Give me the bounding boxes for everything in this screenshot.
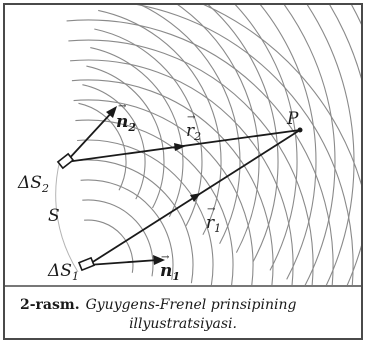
wavefront-s2-arc-9 xyxy=(207,5,279,262)
wavefront-s1-arc-1 xyxy=(84,219,134,273)
wavefronts-from-s2 xyxy=(78,5,361,285)
wavefront-s2-arc-5 xyxy=(94,28,203,227)
frame-border xyxy=(3,3,363,340)
normal-n1-arrowhead xyxy=(153,255,165,265)
wavefront-s1-arc-7 xyxy=(73,99,254,285)
wavefront-s2-arc-1 xyxy=(78,102,127,191)
wavefront-s2-arc-13 xyxy=(306,5,355,285)
point-p-dot xyxy=(297,127,303,133)
label-n2-arrow: → xyxy=(118,101,127,112)
label-surface-s: S xyxy=(48,206,60,226)
label-r1-arrow: → xyxy=(207,204,216,215)
label-n1: n1 xyxy=(160,261,180,283)
normal-n2 xyxy=(65,109,115,163)
caption-line-2: illyustratsiyasi. xyxy=(129,316,237,332)
label-ds1: ΔS1 xyxy=(47,261,79,283)
wavefront-s1-arc-5 xyxy=(77,139,214,285)
label-n2: n2 xyxy=(116,112,136,134)
wavefront-s1-arc-10 xyxy=(68,39,314,285)
wavefront-s2-arc-3 xyxy=(86,65,165,209)
label-r1: r1 xyxy=(206,213,221,235)
wavefront-s2-arc-6 xyxy=(98,9,222,236)
ray-r2-arrowhead xyxy=(174,143,186,151)
label-r2-arrow: → xyxy=(187,112,196,123)
wavefront-s1-arc-11 xyxy=(66,19,334,285)
label-ds2: ΔS2 xyxy=(17,173,49,195)
wavefront-s2-arc-14 xyxy=(329,5,361,285)
wavefronts-from-s1 xyxy=(66,5,361,285)
surface-element-ds2 xyxy=(56,152,75,170)
wavefront-s1-arc-4 xyxy=(78,159,194,284)
wavefront-s1-arc-9 xyxy=(70,59,294,285)
wavefront-s2-arc-7 xyxy=(139,5,241,244)
label-n1-arrow: → xyxy=(161,252,170,263)
wavefront-s1-arc-3 xyxy=(80,179,174,280)
normal-n2-arrowhead xyxy=(106,106,117,118)
surface-element-ds1 xyxy=(77,256,96,272)
wavefront-s1-arc-12 xyxy=(135,5,354,285)
surface-curve xyxy=(55,159,79,273)
wavefront-s2-arc-11 xyxy=(259,5,317,280)
wavefront-s1-arc-13 xyxy=(203,5,361,186)
wavefront-s2-arc-8 xyxy=(177,5,260,253)
wavefront-s1-arc-6 xyxy=(75,119,234,285)
wavefront-s2-arc-4 xyxy=(90,47,184,218)
normal-n1 xyxy=(87,259,159,266)
wavefront-s2-arc-10 xyxy=(234,5,298,271)
label-point-p: P xyxy=(286,109,299,129)
caption-line-1: 2-rasm.Gyuygens-Frenel prinsipining xyxy=(20,297,296,313)
ray-r1-arrowhead xyxy=(190,193,201,202)
label-r2: r2 xyxy=(186,121,201,143)
